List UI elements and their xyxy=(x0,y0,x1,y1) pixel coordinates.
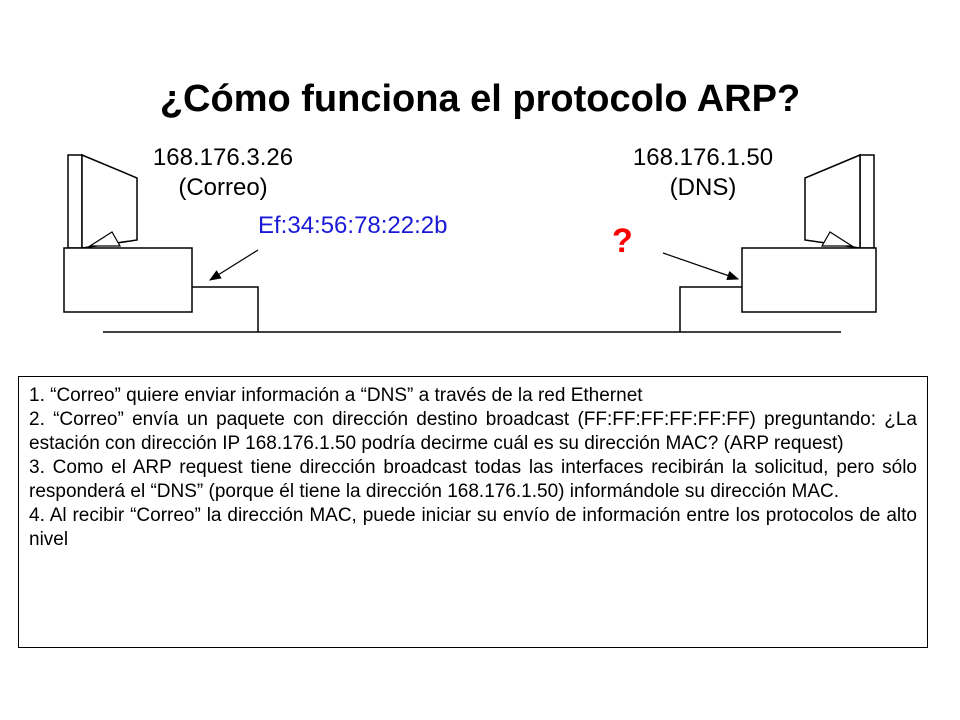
left-network-cable xyxy=(192,286,259,332)
step-1: 1. “Correo” quiere enviar información a … xyxy=(29,385,643,406)
mac-arrow xyxy=(208,249,259,281)
left-host-name: (Correo) xyxy=(178,174,268,201)
right-network-cable xyxy=(679,286,742,332)
right-host-ip: 168.176.1.50 xyxy=(632,144,774,171)
right-computer-icon xyxy=(741,153,877,313)
right-host-name: (DNS) xyxy=(669,174,737,201)
left-computer-icon xyxy=(63,153,193,313)
step-3: 3. Como el ARP request tiene dirección b… xyxy=(29,457,917,502)
left-host-ip: 168.176.3.26 xyxy=(152,144,294,171)
unknown-mac-question: ? xyxy=(612,222,633,260)
slide-title: ¿Cómo funciona el protocolo ARP? xyxy=(159,78,801,120)
left-mac-address: Ef:34:56:78:22:2b xyxy=(258,212,448,239)
step-2: 2. “Correo” envía un paquete con direcci… xyxy=(29,409,917,454)
unknown-mac-arrow xyxy=(662,252,740,280)
step-4: 4. Al recibir “Correo” la dirección MAC,… xyxy=(29,505,917,550)
steps-box: 1. “Correo” quiere enviar información a … xyxy=(18,376,928,648)
